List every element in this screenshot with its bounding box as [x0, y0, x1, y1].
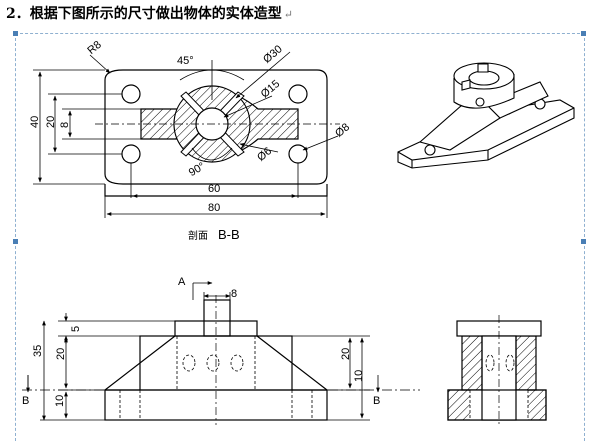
selection-frame-bottom	[15, 241, 585, 441]
label-angle45: 45°	[177, 55, 194, 67]
label-d80: 80	[208, 202, 220, 214]
hole-bottom-left	[121, 144, 141, 164]
label-d35: 35	[32, 345, 44, 357]
resize-handle-top-right[interactable]	[581, 31, 586, 36]
hole-top-right	[288, 84, 308, 104]
label-angle90: 90°	[187, 160, 207, 179]
label-phi30: Ø30	[261, 43, 285, 66]
front-view-labels: A 8 5 35 20 10 B B 20 10	[22, 276, 380, 407]
label-d60: 60	[208, 183, 220, 195]
side-view	[447, 315, 547, 425]
label-r8: R8	[85, 39, 103, 57]
label-phi15: Ø15	[259, 78, 283, 101]
label-b-left: B	[22, 395, 29, 407]
resize-handle-middle-left[interactable]	[13, 239, 18, 244]
problem-title-text: 2．根据下图所示的尺寸做出物体的实体造型	[6, 6, 282, 22]
problem-title: 2．根据下图所示的尺寸做出物体的实体造型↵	[6, 3, 293, 23]
resize-handle-top-left[interactable]	[13, 31, 18, 36]
top-view-dimensions	[33, 51, 340, 218]
label-d10-right: 10	[353, 370, 365, 382]
label-d20-front: 20	[55, 348, 67, 360]
label-a: A	[178, 276, 186, 288]
label-d10-front: 10	[54, 395, 66, 407]
selection-frame-top	[15, 33, 585, 242]
front-view	[104, 295, 328, 425]
plate-outline	[104, 69, 328, 185]
label-section: 剖面	[188, 229, 208, 242]
label-d8: 8	[59, 122, 71, 128]
label-b-right: B	[373, 395, 380, 407]
hole-bottom-right	[288, 144, 308, 164]
isometric-view	[397, 62, 575, 169]
label-d5: 5	[70, 326, 82, 332]
front-view-dimensions	[22, 281, 420, 421]
engineering-drawing: R8 45° Ø30 Ø15 Ø8 Ø6 90° 40 20 8 60 80 剖…	[22, 39, 575, 425]
label-a-dim8: 8	[231, 288, 237, 300]
resize-handle-middle-right[interactable]	[581, 239, 586, 244]
top-view-section	[104, 69, 328, 197]
label-d20-right: 20	[340, 348, 352, 360]
label-section-name: B-B	[218, 227, 240, 242]
label-d40: 40	[29, 116, 41, 128]
hole-top-left	[121, 84, 141, 104]
label-d20: 20	[45, 116, 57, 128]
paragraph-mark-icon: ↵	[283, 8, 293, 21]
